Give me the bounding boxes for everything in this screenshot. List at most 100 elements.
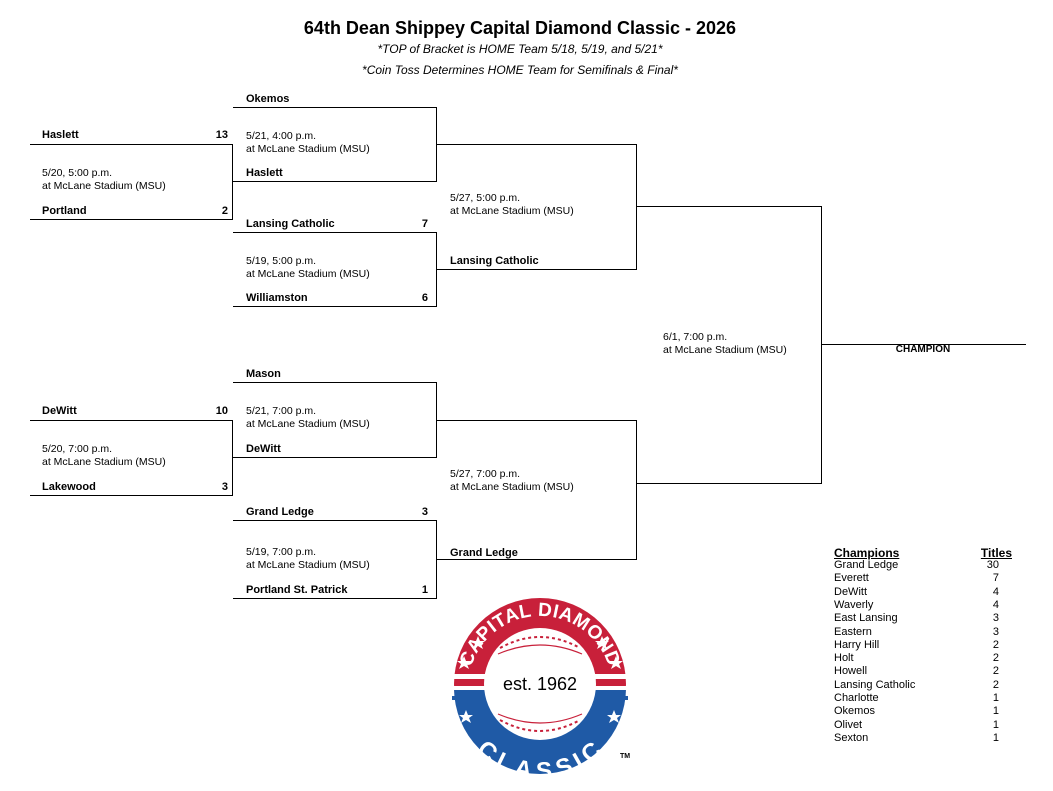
r1-top-team2: Portland <box>42 205 87 217</box>
semi-top-team2: Lansing Catholic <box>450 255 539 267</box>
r2b-team2: Williamston <box>246 292 308 304</box>
bracket-line <box>637 483 822 484</box>
r2a-date: 5/21, 4:00 p.m. <box>246 130 317 142</box>
champion-team-name: Waverly <box>834 598 874 611</box>
champion-team-name: Howell <box>834 665 868 678</box>
bracket-line <box>233 232 437 233</box>
champion-team-name: DeWitt <box>834 585 867 598</box>
r2b-team1: Lansing Catholic <box>246 218 335 230</box>
r2d-venue: at McLane Stadium (MSU) <box>246 559 370 571</box>
r1-bottom-venue: at McLane Stadium (MSU) <box>42 456 166 468</box>
semi-bottom-venue: at McLane Stadium (MSU) <box>450 481 574 493</box>
champion-title-count: 1 <box>992 718 999 731</box>
champion-team-name: Grand Ledge <box>834 559 899 571</box>
bracket-line <box>636 420 637 560</box>
r2d-team1: Grand Ledge <box>246 506 314 518</box>
semi-top-venue: at McLane Stadium (MSU) <box>450 205 574 217</box>
bracket-line <box>233 181 437 182</box>
r1-top-team1: Haslett <box>42 129 79 141</box>
r1-bottom-date: 5/20, 7:00 p.m. <box>42 443 113 455</box>
semi-top-date: 5/27, 5:00 p.m. <box>450 192 521 204</box>
final-venue: at McLane Stadium (MSU) <box>663 344 787 356</box>
champions-table-row: Okemos 1 <box>834 705 1014 718</box>
champions-table-row: Olivet 1 <box>834 719 1014 732</box>
r2c-team1: Mason <box>246 368 281 380</box>
champions-table-row: East Lansing 3 <box>834 612 1014 625</box>
bracket-line <box>637 206 822 207</box>
r2d-score1: 3 <box>421 506 428 518</box>
star-icon <box>457 636 623 723</box>
semi-bottom-date: 5/27, 7:00 p.m. <box>450 468 521 480</box>
r2d-date: 5/19, 7:00 p.m. <box>246 546 317 558</box>
champions-table-header: Champions Titles <box>834 546 1014 560</box>
champions-table-row: Howell 2 <box>834 665 1014 678</box>
r2d-score2: 1 <box>421 584 428 596</box>
bracket-line <box>30 420 233 421</box>
r2a-team1: Okemos <box>246 93 290 105</box>
r2d-team2: Portland St. Patrick <box>246 584 348 596</box>
champion-team-name: East Lansing <box>834 612 898 625</box>
champion-title-count: 4 <box>992 585 999 598</box>
champion-title-count: 4 <box>992 598 999 611</box>
home-team-note: *TOP of Bracket is HOME Team 5/18, 5/19,… <box>377 42 663 56</box>
r2b-venue: at McLane Stadium (MSU) <box>246 268 370 280</box>
bracket-line <box>436 382 437 458</box>
bracket-line <box>437 269 637 270</box>
champion-title-count: 3 <box>992 625 999 638</box>
r2b-score2: 6 <box>421 292 428 304</box>
champion-team-name: Eastern <box>834 625 872 638</box>
champions-table-row: Holt 2 <box>834 652 1014 665</box>
bracket-line <box>821 206 822 484</box>
bracket-line <box>437 144 637 145</box>
champion-label: CHAMPION <box>895 344 951 355</box>
champion-title-count: 2 <box>992 665 999 678</box>
titles-column-header: Titles <box>980 546 1012 560</box>
baseball-icon <box>484 628 596 740</box>
bracket-line <box>30 144 233 145</box>
r1-top-venue: at McLane Stadium (MSU) <box>42 180 166 192</box>
bracket-line <box>636 144 637 270</box>
logo-est-text: est. 1962 <box>503 674 577 694</box>
r2c-date: 5/21, 7:00 p.m. <box>246 405 317 417</box>
champion-title-count: 2 <box>992 638 999 651</box>
champions-table-row: DeWitt 4 <box>834 586 1014 599</box>
champion-team-name: Holt <box>834 652 854 665</box>
champion-team-name: Charlotte <box>834 692 879 704</box>
champion-title-count: 1 <box>992 705 999 718</box>
bracket-line <box>436 520 437 599</box>
champion-title-count: 2 <box>992 678 999 691</box>
bracket-line <box>437 420 637 421</box>
r1-bottom-score2: 3 <box>221 481 228 493</box>
r1-top-date: 5/20, 5:00 p.m. <box>42 167 113 179</box>
bracket-line <box>233 520 437 521</box>
capital-diamond-classic-logo: CAPITAL DIAMOND CLASSIC est. 1962 TM <box>452 598 630 776</box>
r2c-venue: at McLane Stadium (MSU) <box>246 418 370 430</box>
champion-title-count: 2 <box>992 652 999 665</box>
champions-table-row: Eastern 3 <box>834 626 1014 639</box>
r2b-date: 5/19, 5:00 p.m. <box>246 255 317 267</box>
bracket-line <box>30 495 233 496</box>
bracket-line <box>233 457 437 458</box>
champion-title-count: 1 <box>992 692 999 704</box>
bracket-line <box>232 420 233 496</box>
bracket-line <box>233 306 437 307</box>
bracket-line <box>233 598 437 599</box>
champion-team-name: Everett <box>834 572 869 585</box>
r2b-score1: 7 <box>421 218 428 230</box>
bracket-line <box>233 107 437 108</box>
champion-team-name: Harry Hill <box>834 638 880 651</box>
r1-bottom-team2: Lakewood <box>42 481 96 493</box>
champion-team-name: Olivet <box>834 718 863 731</box>
champions-table-row: Harry Hill 2 <box>834 639 1014 652</box>
semi-bottom-team2: Grand Ledge <box>450 547 518 559</box>
champions-table-row: Charlotte 1 <box>834 692 1014 705</box>
r1-bottom-score1: 10 <box>215 405 228 417</box>
bracket-line <box>233 382 437 383</box>
r1-top-score2: 2 <box>221 205 228 217</box>
champion-team-name: Okemos <box>834 705 875 718</box>
champion-title-count: 3 <box>992 612 999 625</box>
r2a-team2: Haslett <box>246 167 283 179</box>
